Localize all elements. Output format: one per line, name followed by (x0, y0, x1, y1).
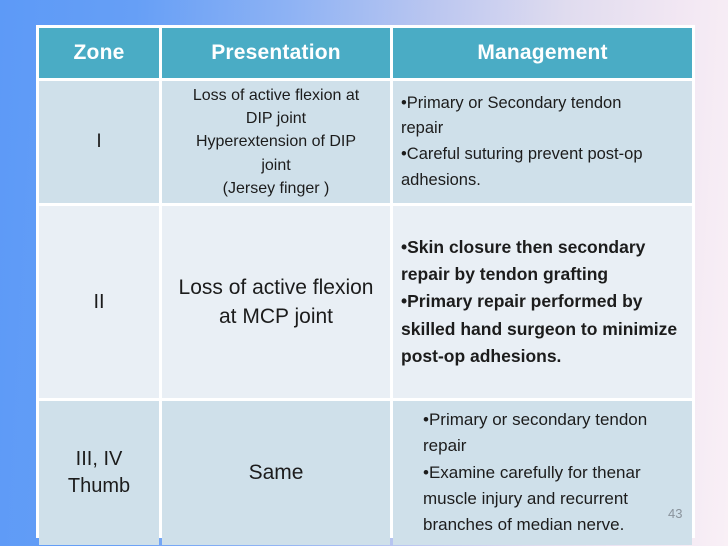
row1-zone-label: I (96, 131, 102, 153)
header-presentation: Presentation (162, 28, 390, 78)
row1-presentation-line: Loss of active flexion at DIP joint (192, 87, 360, 128)
row1-presentation-line: Hyperextension of DIP joint (195, 133, 357, 174)
row1-zone-cell: I (39, 81, 159, 203)
row2-management-cell: •Skin closure then secondary repair by t… (393, 206, 692, 398)
row3-presentation-line: Same (248, 461, 304, 485)
row3-presentation-cell: Same (162, 401, 390, 545)
row2-presentation-line: Loss of active flexion at MCP joint (178, 275, 374, 328)
row3-management-bullet: •Primary or secondary tendon repair (423, 410, 648, 456)
row2-management-bullet: •Primary repair performed by skilled han… (401, 291, 678, 366)
header-zone-label: Zone (73, 41, 125, 64)
row3-management-bullet: •Examine carefully for thenar muscle inj… (423, 462, 641, 535)
row2-zone-cell: II (39, 206, 159, 398)
row3-zone-cell: III, IV Thumb (39, 401, 159, 545)
row1-management-bullet: •Primary or Secondary tendon repair (401, 93, 622, 138)
header-presentation-label: Presentation (211, 41, 341, 64)
zones-table: Zone Presentation Management I Loss of a… (36, 25, 695, 545)
row2-management-bullet: •Skin closure then secondary repair by t… (401, 237, 646, 285)
row1-management-cell: •Primary or Secondary tendon repair •Car… (393, 81, 692, 203)
header-management: Management (393, 28, 692, 78)
row2-zone-label: II (93, 290, 105, 313)
row1-presentation-cell: Loss of active flexion at DIP joint Hype… (162, 81, 390, 203)
header-management-label: Management (477, 41, 608, 64)
row1-presentation-line: (Jersey finger ) (222, 179, 330, 197)
row2-presentation-cell: Loss of active flexion at MCP joint (162, 206, 390, 398)
row3-management-cell: •Primary or secondary tendon repair •Exa… (393, 401, 692, 545)
row3-zone-label: III, IV Thumb (67, 447, 131, 497)
header-zone: Zone (39, 28, 159, 78)
row1-management-bullet: •Careful suturing prevent post-op adhesi… (401, 145, 643, 189)
slide-page-number: 43 (668, 506, 683, 521)
